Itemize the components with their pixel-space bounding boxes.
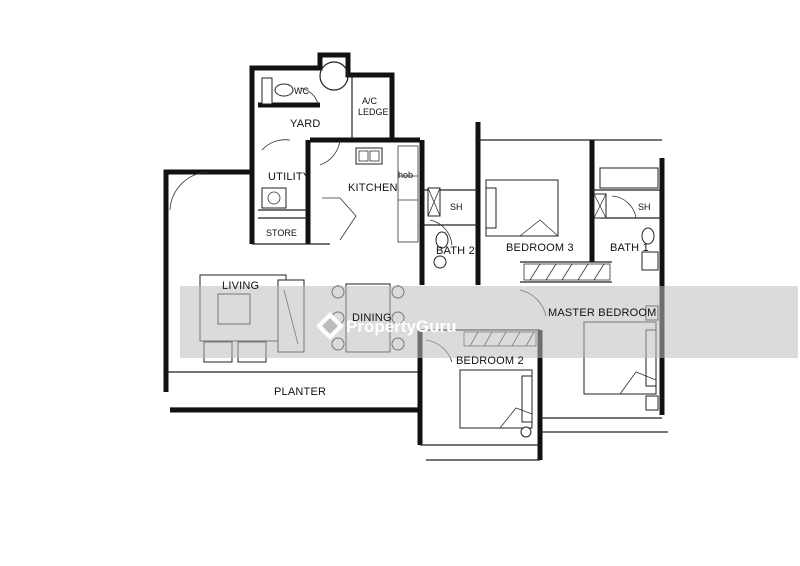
interior-walls (252, 75, 662, 283)
bed-icon (485, 179, 559, 237)
label-living: LIVING (222, 280, 259, 292)
basin-icon (641, 251, 659, 271)
label-wc: WC (294, 86, 309, 96)
toilet-icon (641, 227, 655, 245)
label-bath-1: BATH 1 (610, 242, 649, 254)
toilet-icon (274, 83, 294, 97)
label-sh-2: SH (638, 202, 651, 212)
label-utility: UTILITY (268, 171, 311, 183)
label-master-bedroom: MASTER BEDROOM (548, 307, 657, 319)
bed-icon (459, 369, 533, 429)
round-vent-icon (319, 61, 349, 91)
sink-icon (355, 147, 383, 165)
watermark-brand: PropertyGuru (346, 317, 457, 336)
toilet-icon (435, 231, 449, 249)
label-kitchen: KITCHEN (348, 182, 398, 194)
basin-icon (433, 255, 447, 269)
bathtub-icon (599, 167, 659, 189)
watermark-band (180, 286, 798, 358)
bedside-table (645, 395, 659, 411)
bedside-lamp-icon (520, 426, 532, 438)
label-hob: hob (398, 170, 413, 180)
label-store: STORE (266, 228, 297, 238)
room-labels: WC YARD A/C LEDGE UTILITY STORE KITCHEN … (222, 86, 657, 398)
watermark: PropertyGuru (180, 286, 798, 358)
label-yard: YARD (290, 118, 321, 130)
wardrobe-bedroom-3 (523, 263, 611, 281)
label-bedroom-2: BEDROOM 2 (456, 355, 524, 367)
label-ac-ledge-2: LEDGE (358, 107, 389, 117)
wc-cistern (261, 77, 273, 105)
washing-machine-icon (261, 187, 287, 209)
kitchen-counter (397, 145, 419, 243)
label-ac-ledge-1: A/C (362, 96, 378, 106)
label-bedroom-3: BEDROOM 3 (506, 242, 574, 254)
label-bath-2: BATH 2 (436, 245, 475, 257)
label-dining: DINING (352, 312, 392, 324)
exterior-walls (163, 52, 668, 461)
label-sh-1: SH (450, 202, 463, 212)
propertyguru-logo-icon (316, 312, 344, 340)
label-planter: PLANTER (274, 386, 326, 398)
